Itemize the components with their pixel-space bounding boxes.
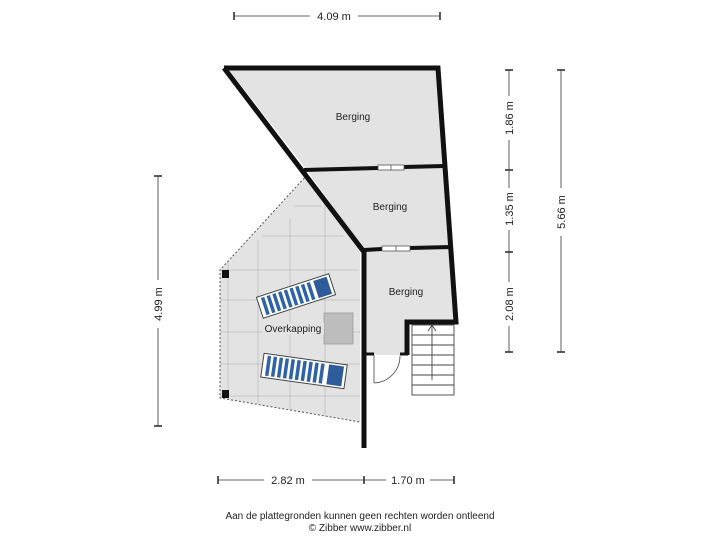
dimension-top-width: 4.09 m [317, 11, 351, 23]
footer-copyright: © Zibber www.zibber.nl [308, 523, 412, 534]
room-label-overkapping: Overkapping [265, 324, 322, 335]
dimension-left-height: 4.99 m [153, 287, 165, 321]
berging-lower-room [364, 247, 455, 355]
dimension-right-lower: 2.08 m [504, 287, 516, 321]
walls [222, 65, 459, 448]
dimension-bottom-right: 1.70 m [391, 475, 425, 487]
berging-middle-room [307, 166, 450, 251]
footer-disclaimer: Aan de plattegronden kunnen geen rechten… [225, 511, 495, 522]
room-label-berging-top: Berging [336, 112, 370, 123]
room-label-berging-lower: Berging [389, 287, 423, 298]
table [323, 312, 354, 345]
lounger-icon [255, 273, 337, 319]
dimension-right-middle: 1.35 m [504, 192, 516, 226]
lounger-icon [260, 352, 348, 390]
stairs-icon [411, 324, 455, 396]
dimension-right-total: 5.66 m [556, 195, 568, 229]
room-label-berging-middle: Berging [373, 202, 407, 213]
door-icon [373, 355, 401, 384]
window-icon [377, 164, 411, 252]
dimension-bottom-left: 2.82 m [271, 475, 305, 487]
dimension-right-upper: 1.86 m [504, 101, 516, 135]
dimension-lines [154, 12, 565, 484]
berging-top-room [229, 70, 443, 170]
